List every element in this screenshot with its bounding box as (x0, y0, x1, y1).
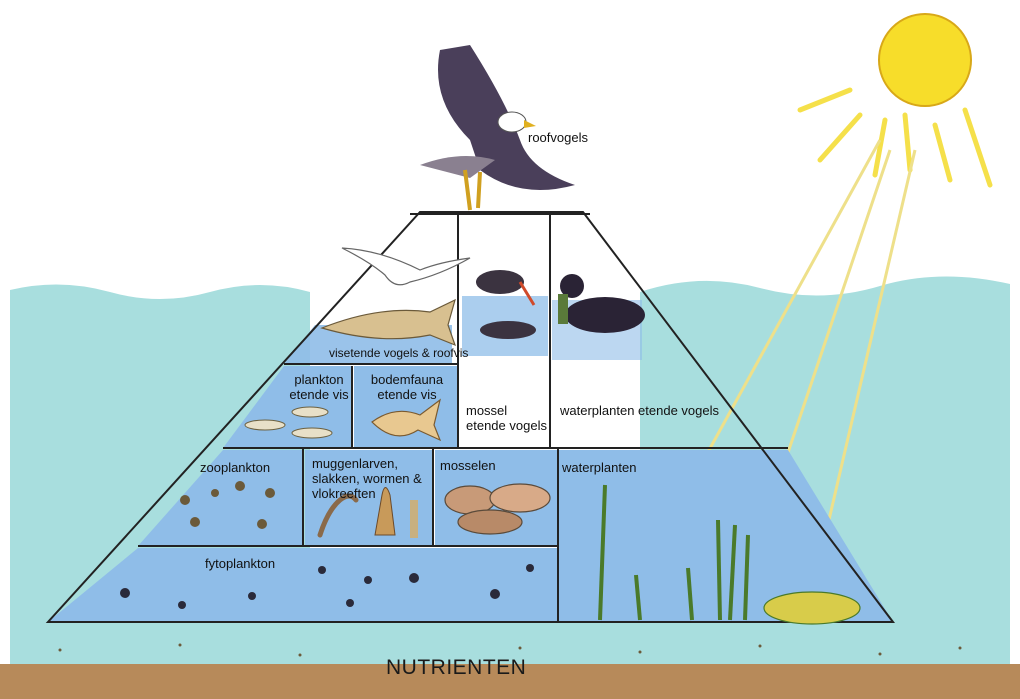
eagle-icon (420, 45, 575, 210)
label-bodemfauna-vis: bodemfauna etende vis (362, 372, 452, 402)
label-waterplanten: waterplanten (562, 460, 636, 475)
label-mosselen: mosselen (440, 458, 496, 473)
label-roofvogels: roofvogels (528, 130, 588, 145)
waterplant-mound (764, 592, 860, 624)
label-mossel-vogels: mossel etende vogels (466, 403, 548, 433)
gull-icon (342, 248, 470, 285)
label-waterplanten-vogels: waterplanten etende vogels (560, 403, 719, 418)
label-plankton-vis: plankton etende vis (287, 372, 351, 402)
label-visetende: visetende vogels & roofvis (329, 346, 468, 361)
label-muggenlarven: muggenlarven, slakken, wormen & vlokreef… (312, 456, 428, 501)
sun-icon (879, 14, 971, 106)
label-nutrienten: NUTRIENTEN (386, 656, 526, 680)
sun-rays (800, 90, 990, 185)
label-zooplankton: zooplankton (200, 460, 270, 475)
label-fytoplankton: fytoplankton (205, 556, 275, 571)
